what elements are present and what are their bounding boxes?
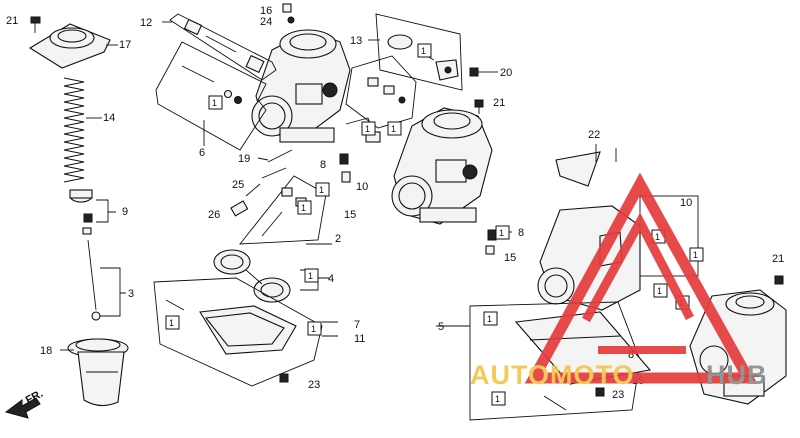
tag-1: 1 [689, 247, 704, 262]
callout-11: 11 [354, 333, 365, 345]
svg-text:1: 1 [495, 394, 500, 404]
callout-17: 17 [119, 39, 131, 51]
jets-8-10-upper [339, 153, 351, 183]
spring-14 [63, 77, 85, 183]
svg-text:1: 1 [499, 228, 504, 238]
callout-21: 21 [6, 15, 18, 27]
callout-25: 25 [232, 179, 244, 191]
tag-1: 1 [165, 315, 180, 330]
callout-12: 12 [140, 17, 152, 29]
tag-1: 1 [304, 268, 319, 283]
svg-text:1: 1 [655, 232, 660, 242]
callout-10: 10 [680, 197, 692, 209]
svg-text:1: 1 [301, 203, 306, 213]
tag-1: 1 [208, 95, 223, 110]
callout-24: 24 [260, 16, 272, 28]
tag-1: 1 [495, 225, 510, 240]
callout-21: 21 [493, 97, 505, 109]
callout-numbers: 21 17 14 9 3 18 12 16 24 13 20 21 6 19 8… [6, 5, 784, 401]
automotohub-watermark: AUTOMOTO HUB [470, 172, 768, 390]
front-direction-arrow: FR. [4, 388, 45, 419]
callout-22: 22 [588, 129, 600, 141]
tag-1: 1 [491, 391, 506, 406]
callout-8: 8 [320, 159, 326, 171]
callout-7: 7 [354, 319, 360, 331]
tag-1: 1 [361, 121, 376, 136]
jet-group-2 [239, 175, 327, 245]
fr-label: FR. [24, 388, 45, 407]
callout-6: 6 [199, 147, 205, 159]
tag-1: 1 [315, 182, 330, 197]
svg-text:1: 1 [391, 124, 396, 134]
svg-text:1: 1 [212, 98, 217, 108]
callout-10: 10 [356, 181, 368, 193]
callout-3: 3 [128, 288, 134, 300]
tag-1: 1 [653, 283, 668, 298]
callout-15: 15 [504, 252, 516, 264]
screw-21-middle [474, 99, 484, 114]
svg-text:1: 1 [319, 185, 324, 195]
jet-holder-9 [69, 189, 93, 235]
callout-23: 23 [612, 389, 624, 401]
fuel-joint-group [345, 55, 417, 143]
diaphragm-group-13 [375, 13, 463, 91]
tag-1: 1 [417, 43, 432, 58]
callout-15: 15 [344, 209, 356, 221]
float-chamber-group-7-11 [153, 277, 323, 387]
callout-8: 8 [518, 227, 524, 239]
bracket-group-6 [155, 41, 267, 151]
screw-16-24 [282, 3, 295, 24]
callout-23: 23 [308, 379, 320, 391]
vacuum-chamber-group: FR. [4, 16, 129, 419]
callout-13: 13 [350, 35, 362, 47]
insulator-pair-4 [213, 249, 291, 303]
callout-16: 16 [260, 5, 272, 17]
callout-20: 20 [500, 67, 512, 79]
svg-text:1: 1 [311, 324, 316, 334]
carburetor-upper-left [251, 29, 351, 143]
callout-4: 4 [328, 273, 334, 285]
svg-text:1: 1 [421, 46, 426, 56]
callout-5: 5 [438, 321, 444, 333]
svg-text:1: 1 [169, 318, 174, 328]
svg-text:1: 1 [487, 314, 492, 324]
screw-21-top-left [30, 16, 41, 33]
tag-1: 1 [307, 321, 322, 336]
chamber-top-cover [28, 23, 111, 69]
svg-text:1: 1 [365, 124, 370, 134]
carburetor-upper-right [391, 107, 493, 225]
watermark-text-suffix: HUB [706, 360, 768, 390]
svg-text:1: 1 [308, 271, 313, 281]
vacuum-piston-18 [67, 338, 129, 407]
needle-valve-group-12 [169, 13, 277, 104]
callout-8: 8 [628, 349, 634, 361]
pilot-screws-19-25-26 [230, 149, 293, 217]
jet-needle-3 [87, 239, 101, 321]
watermark-text-main: AUTOMOTO [470, 360, 635, 390]
tag-1: 1 [387, 121, 402, 136]
svg-text:1: 1 [657, 286, 662, 296]
tag-1: 1 [297, 200, 312, 215]
callout-2: 2 [335, 233, 341, 245]
callout-9: 9 [122, 206, 128, 218]
callout-18: 18 [40, 345, 52, 357]
callout-14: 14 [103, 112, 115, 124]
callout-21: 21 [772, 253, 784, 265]
watermark-logo-triangle [524, 172, 758, 384]
callout-26: 26 [208, 209, 220, 221]
screw-20 [469, 67, 488, 77]
tag-1: 1 [483, 311, 498, 326]
callout-19: 19 [238, 153, 250, 165]
svg-text:1: 1 [693, 250, 698, 260]
